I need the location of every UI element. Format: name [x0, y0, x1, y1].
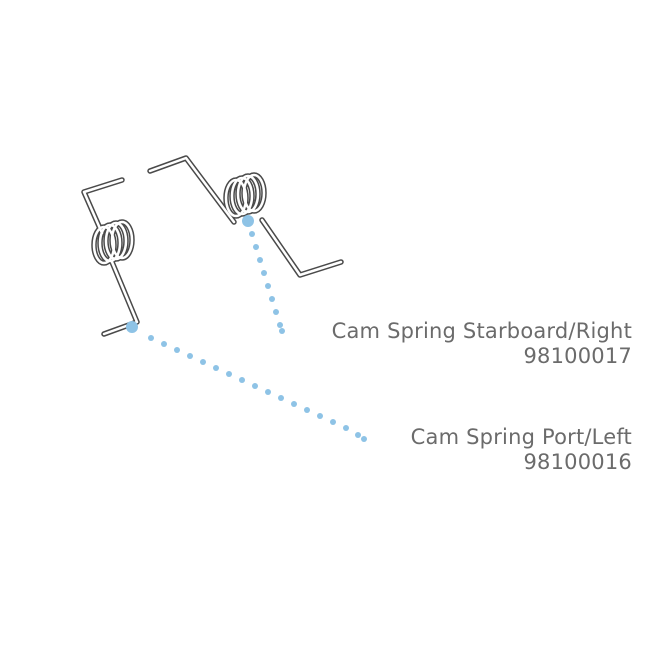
callout-starboard-right: Cam Spring Starboard/Right 98100017	[332, 319, 632, 369]
part-number: 98100017	[523, 344, 632, 369]
part-name: Cam Spring Port/Left	[410, 425, 632, 449]
leader-dots-left	[126, 321, 367, 442]
part-name: Cam Spring Starboard/Right	[331, 319, 632, 343]
callout-port-left: Cam Spring Port/Left 98100016	[411, 425, 632, 475]
part-number: 98100016	[523, 450, 632, 475]
leader-dots-right	[242, 215, 285, 334]
